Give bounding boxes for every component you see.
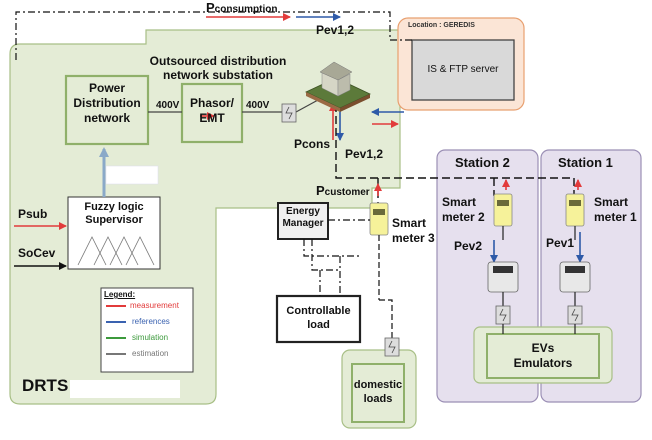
- psub-label: Psub: [18, 207, 48, 221]
- domestic-box: [351, 363, 405, 423]
- voltage-left-label: 400V: [156, 100, 180, 111]
- energy-manager-box: [277, 202, 329, 240]
- voltage-right-label: 400V: [246, 100, 270, 111]
- evs-emulators-label: EVs Emulators: [513, 341, 573, 370]
- socev-label: SoCev: [18, 246, 56, 260]
- energy-manager-label: Energy Manager: [282, 206, 324, 229]
- smart-meter3-label: Smart meter 3: [392, 216, 435, 245]
- pev1-label: Pev1: [546, 236, 575, 250]
- legend-item-estimation: estimation: [132, 349, 169, 358]
- phasor-label: Phasor/ EMT: [189, 96, 234, 125]
- fuzzy-membership-triangles: [77, 236, 155, 266]
- fuzzy-supervisor-label: Fuzzy logic Supervisor: [84, 201, 144, 226]
- substation-label: Outsourced distribution network substati…: [149, 54, 287, 82]
- server-box: [411, 39, 515, 101]
- p-customer-label: Pcustomer: [316, 183, 370, 198]
- legend-box: [100, 287, 194, 373]
- legend-item-measurement: measurement: [130, 301, 179, 310]
- smart-meter2-label: Smart meter 2: [442, 195, 485, 224]
- legend-item-references: references: [132, 317, 170, 326]
- controllable-load-label: Controllable load: [286, 305, 351, 331]
- consumption-loop-line: [15, 11, 412, 60]
- controllable-load-box: [275, 294, 362, 344]
- pev12-top-label: Pev1,2: [316, 23, 355, 37]
- p-cons-label: Pcons: [294, 137, 331, 151]
- station2-label: Station 2: [455, 155, 510, 170]
- drts-label: DRTS: [22, 376, 69, 395]
- station1-label: Station 1: [558, 155, 613, 170]
- pev12-mid-label: Pev1,2: [345, 147, 384, 161]
- blank-box: [105, 165, 159, 185]
- power-distribution-box: [64, 74, 150, 146]
- smart-meter1-device: [565, 193, 585, 227]
- substation-house-icon: [305, 61, 371, 112]
- power-distribution-label: Power Distribution network: [73, 81, 141, 125]
- smart-meter1-label: Smart meter 1: [594, 195, 637, 224]
- legend-item-simulation: simulation: [132, 333, 169, 342]
- evs-emulators-box: [486, 333, 600, 379]
- smart-meter2-device: [493, 193, 513, 227]
- smart-meter3-device: [369, 202, 389, 236]
- p-consumption-label: Pconsumption: [206, 0, 278, 15]
- domestic-loads-label: domestic loads: [353, 379, 403, 405]
- pev2-label: Pev2: [454, 239, 483, 253]
- location-label: Location : GEREDIS: [408, 22, 475, 29]
- server-label: IS & FTP server: [427, 64, 499, 75]
- legend-title: Legend:: [104, 290, 136, 299]
- main-bus-line: [335, 104, 575, 196]
